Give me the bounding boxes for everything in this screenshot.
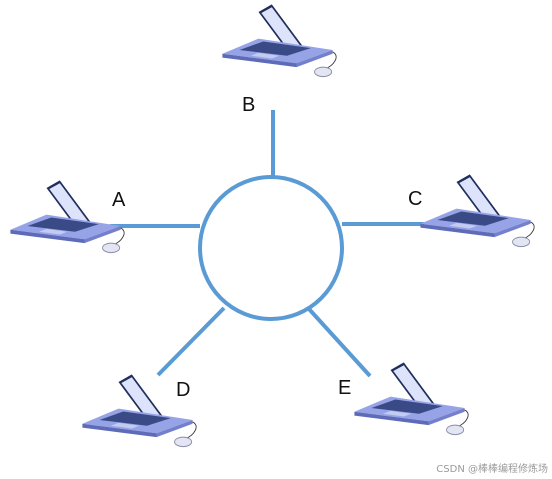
- link-e: [307, 307, 372, 378]
- node-label-c: C: [408, 188, 422, 210]
- watermark: CSDN @棒棒编程修炼场: [436, 462, 548, 475]
- laptop-icon: [221, 3, 337, 78]
- node-label-a: A: [112, 189, 126, 211]
- laptop-icon: [419, 173, 535, 248]
- laptop-icon: [9, 179, 125, 254]
- node-label-b: B: [242, 94, 255, 116]
- ring-hub: [198, 175, 344, 321]
- laptop-icon: [353, 361, 469, 436]
- node-label-e: E: [338, 377, 351, 399]
- link-d: [156, 306, 226, 377]
- node-label-d: D: [176, 379, 190, 401]
